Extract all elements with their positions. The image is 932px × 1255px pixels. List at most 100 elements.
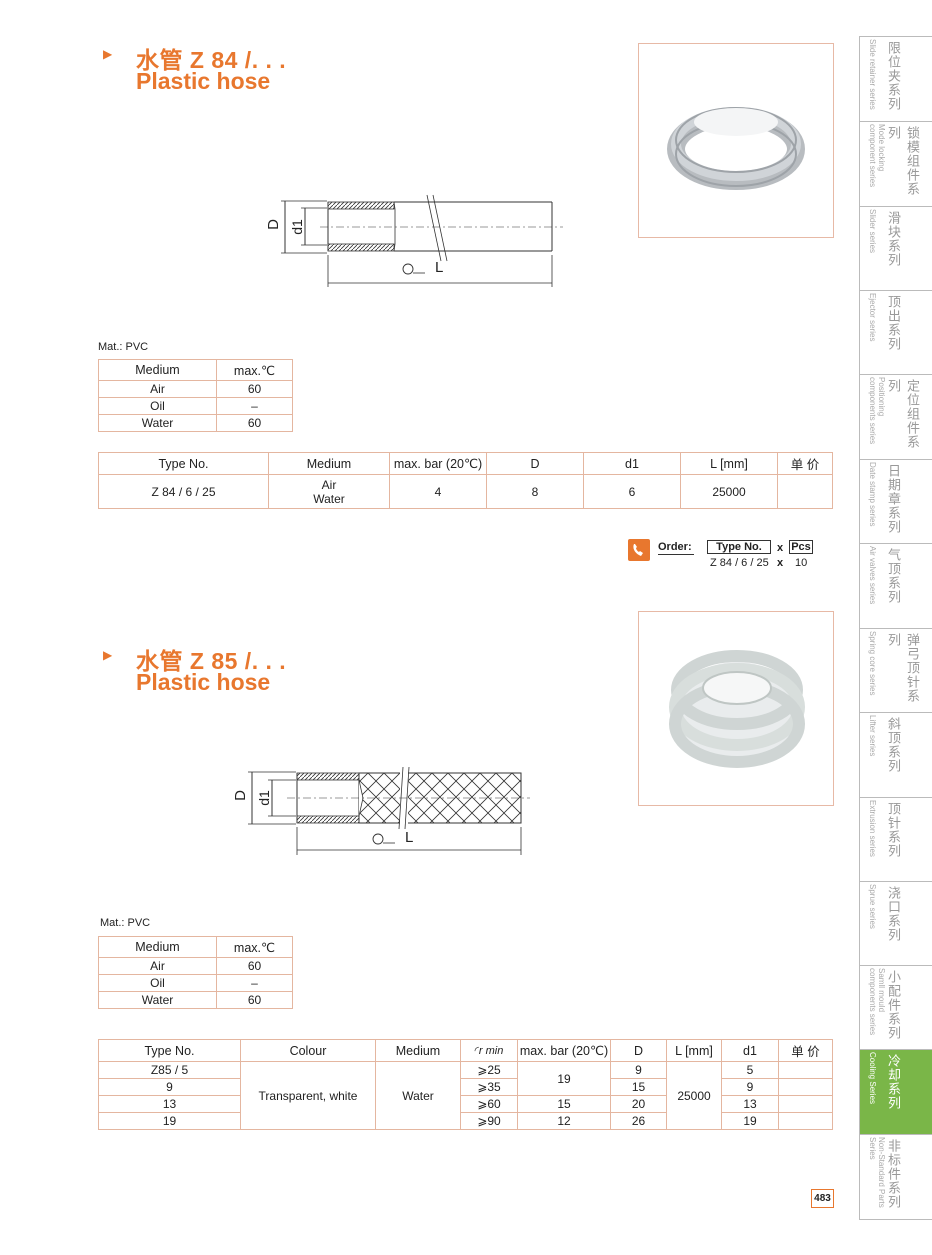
table-cell: Water <box>98 414 217 432</box>
label-D: D <box>231 790 249 801</box>
sidebar-item-slider[interactable]: Slider series 滑块系列 <box>860 207 932 291</box>
table-cell: 60 <box>216 957 293 975</box>
table-cell: Transparent, white <box>240 1061 376 1130</box>
table-row: 13 ⩾60 15 20 13 <box>98 1095 833 1113</box>
sidebar-item-extrusion[interactable]: Extrusion series 顶针系列 <box>860 798 932 882</box>
header-d1: d1 <box>583 452 681 475</box>
radius-icon: ◜ <box>474 1045 479 1057</box>
table-cell: – <box>216 974 293 992</box>
table-cell: 9 <box>610 1061 667 1079</box>
table-cell: 19 <box>517 1061 611 1096</box>
table-cell: ⩾25 <box>460 1061 518 1079</box>
sidebar-item-en: Air valves series <box>868 546 877 605</box>
table-cell: 26 <box>610 1112 667 1130</box>
header-max-bar: max. bar (20℃) <box>517 1039 611 1062</box>
sidebar-item-mode-locking[interactable]: Mode locking component series 锁模组件系列 <box>860 122 932 207</box>
header-max-temp: max.℃ <box>216 936 293 958</box>
table-cell: 19 <box>98 1112 241 1130</box>
sidebar-item-cooling[interactable]: Cooling Series 冷却系列 <box>860 1050 932 1135</box>
header-price: 单 价 <box>777 452 833 475</box>
order-divider <box>658 554 694 555</box>
sidebar-item-non-standard[interactable]: Non-Standard Parts Series 非标件系列 <box>860 1135 932 1220</box>
sidebar-item-cn: 定位组件系列 <box>886 379 920 449</box>
table-cell: 5 <box>721 1061 779 1079</box>
material-label: Mat.: PVC <box>98 341 149 353</box>
table-cell: Air <box>98 957 217 975</box>
label-d1: d1 <box>255 790 272 806</box>
table-cell: 13 <box>721 1095 779 1113</box>
product-photo <box>638 43 834 238</box>
sidebar-item-en: Non-Standard Parts Series <box>868 1137 886 1208</box>
series-sidebar: Slide retainer series 限位夹系列 Mode locking… <box>859 36 932 1220</box>
sidebar-item-sprue[interactable]: Sprue series 浇口系列 <box>860 882 932 966</box>
header-type-no: Type No. <box>98 1039 241 1062</box>
sidebar-item-slide-retainer[interactable]: Slide retainer series 限位夹系列 <box>860 37 932 122</box>
sidebar-item-en: Positioning components series <box>868 377 886 445</box>
material-label: Mat.: PVC <box>100 917 151 929</box>
table-cell <box>778 1078 833 1096</box>
medium-water: Water <box>313 491 345 506</box>
order-label: Order: <box>658 541 692 553</box>
table-cell: 8 <box>486 474 584 509</box>
sidebar-item-small-components[interactable]: Samll mould components series 小配件系列 <box>860 966 932 1050</box>
hose-coil-image <box>667 107 805 190</box>
header-L: L [mm] <box>680 452 778 475</box>
sidebar-item-en: Cooling Series <box>868 1052 877 1105</box>
table-cell: 4 <box>389 474 487 509</box>
header-max-bar: max. bar (20℃) <box>389 452 487 475</box>
table-cell: 6 <box>583 474 681 509</box>
sidebar-item-en: Samll mould components series <box>868 968 886 1036</box>
sidebar-item-cn: 顶针系列 <box>886 802 901 858</box>
order-x2: x <box>777 557 784 569</box>
section-title-en: Plastic hose <box>136 669 271 695</box>
table-cell: ⩾35 <box>460 1078 518 1096</box>
table-cell: 13 <box>98 1095 241 1113</box>
table-cell: Z85 / 5 <box>98 1061 241 1079</box>
sidebar-item-en: Slider series <box>868 209 877 254</box>
sidebar-item-lifter[interactable]: Lifter series 斜顶系列 <box>860 713 932 798</box>
table-cell <box>777 474 833 509</box>
table-cell: Water <box>98 991 217 1009</box>
table-cell: 19 <box>721 1112 779 1130</box>
header-D: D <box>610 1039 667 1062</box>
order-x: x <box>777 542 784 554</box>
order-pcs-header: Pcs <box>789 540 813 554</box>
table-cell: 9 <box>721 1078 779 1096</box>
sidebar-item-air-valves[interactable]: Air valves series 气顶系列 <box>860 544 932 629</box>
table-row: Z85 / 5 Transparent, white Water ⩾25 19 … <box>98 1061 833 1130</box>
table-cell: 20 <box>610 1095 667 1113</box>
sidebar-item-date-stamp[interactable]: Date stamp series 日期章系列 <box>860 460 932 544</box>
sidebar-item-cn: 滑块系列 <box>886 211 901 267</box>
order-pcs-value: 10 <box>795 557 808 569</box>
table-cell: 9 <box>98 1078 241 1096</box>
sidebar-item-spring-core[interactable]: Spring core series 弹弓顶针系列 <box>860 629 932 713</box>
sidebar-item-ejector[interactable]: Ejector series 顶出系列 <box>860 291 932 375</box>
table-cell: 12 <box>517 1112 611 1130</box>
table-cell: Water <box>375 1061 461 1130</box>
bullet-arrow-icon: ▶ <box>103 648 113 662</box>
sidebar-item-en: Mode locking component series <box>868 124 886 188</box>
table-cell: 25000 <box>666 1061 722 1130</box>
spec-table: Type No. Medium max. bar (20℃) D d1 L [m… <box>98 452 833 509</box>
table-cell: 60 <box>216 414 293 432</box>
label-d1: d1 <box>288 219 305 235</box>
table-cell <box>778 1112 833 1130</box>
order-type-header: Type No. <box>707 540 771 554</box>
header-d1: d1 <box>721 1039 779 1062</box>
section-title-cn: 水管 Z 85 /. . . <box>136 648 287 674</box>
table-cell: Oil <box>98 974 217 992</box>
label-D: D <box>264 219 282 230</box>
sidebar-item-positioning[interactable]: Positioning components series 定位组件系列 <box>860 375 932 460</box>
sidebar-item-cn: 弹弓顶针系列 <box>886 633 920 703</box>
table-cell: ⩾60 <box>460 1095 518 1113</box>
spec-table: Type No. Colour Medium ◜r min max. bar (… <box>98 1039 833 1130</box>
table-cell: Oil <box>98 397 217 415</box>
sidebar-item-cn: 顶出系列 <box>886 295 901 351</box>
phone-order-icon <box>628 539 650 561</box>
header-medium: Medium <box>98 936 217 958</box>
sidebar-item-en: Lifter series <box>868 715 877 757</box>
table-row: 19 ⩾90 12 26 19 <box>98 1112 833 1130</box>
header-medium: Medium <box>98 359 217 381</box>
sidebar-item-cn: 小配件系列 <box>886 970 901 1040</box>
